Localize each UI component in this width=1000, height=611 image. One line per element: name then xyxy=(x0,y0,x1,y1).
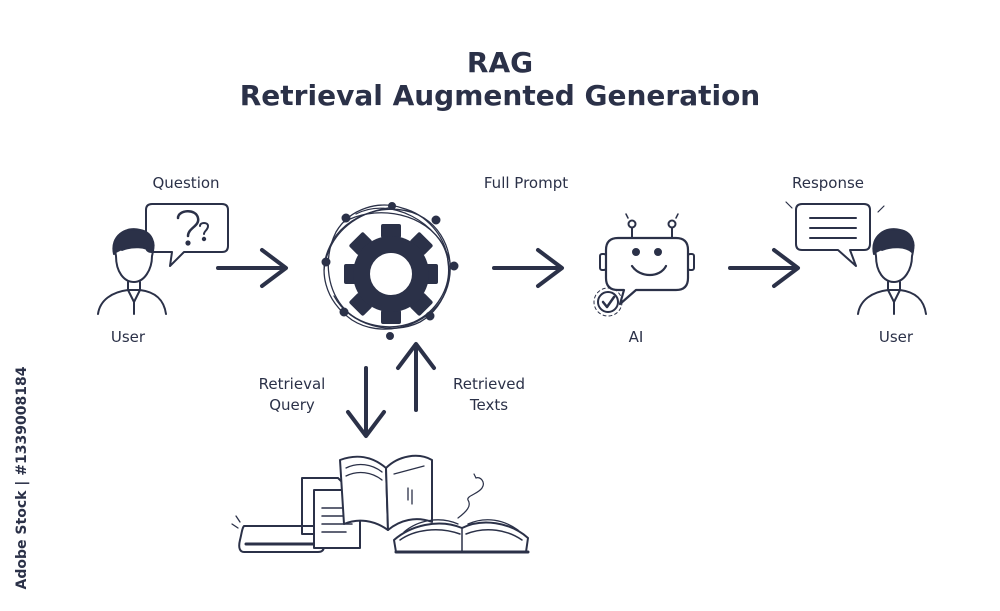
arrow-to-user xyxy=(728,248,800,288)
retrieved-texts-label: Retrieved Texts xyxy=(446,374,532,416)
user-left-label: User xyxy=(110,328,146,346)
arrow-to-ai xyxy=(492,248,564,288)
question-label: Question xyxy=(152,174,220,192)
retrieved-texts-line2: Texts xyxy=(469,396,509,414)
full-prompt-label: Full Prompt xyxy=(483,174,569,192)
user-right-label: User xyxy=(878,328,914,346)
response-label: Response xyxy=(791,174,865,192)
robot-ai-icon xyxy=(593,213,695,317)
arrow-to-retriever xyxy=(216,248,288,288)
ai-label: AI xyxy=(628,328,644,346)
user-right-icon xyxy=(857,228,927,315)
retrieved-texts-arrow xyxy=(396,342,436,412)
user-left-icon xyxy=(97,228,167,315)
gear-icon xyxy=(321,202,459,340)
retrieval-query-arrow xyxy=(346,366,386,438)
diagram-title: RAG xyxy=(466,46,534,79)
diagram-subtitle: Retrieval Augmented Generation xyxy=(239,79,761,112)
retrieved-texts-line1: Retrieved xyxy=(452,375,526,393)
knowledge-base-books-icon xyxy=(231,454,530,554)
retrieval-query-label: Retrieval Query xyxy=(250,374,334,416)
response-bubble-icon xyxy=(785,201,885,267)
question-bubble-icon xyxy=(145,203,229,267)
retrieval-query-line2: Query xyxy=(269,396,315,414)
retrieval-query-line1: Retrieval xyxy=(258,375,326,393)
